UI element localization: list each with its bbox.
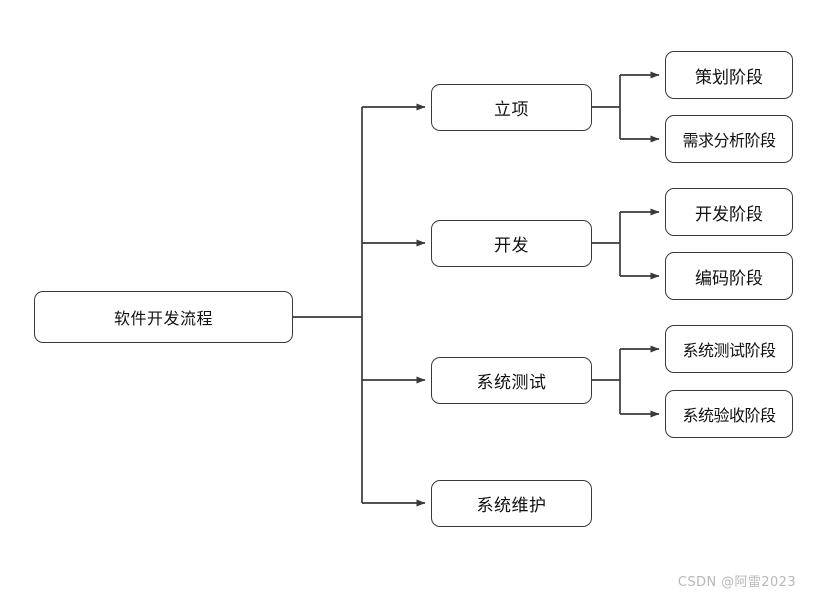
node-level2-3[interactable]: 系统维护: [431, 480, 592, 527]
node-level3-1[interactable]: 需求分析阶段: [665, 115, 793, 163]
node-level3-2[interactable]: 开发阶段: [665, 188, 793, 236]
node-level3-5[interactable]: 系统验收阶段: [665, 390, 793, 438]
node-level2-1[interactable]: 开发: [431, 220, 592, 267]
node-level2-0[interactable]: 立项: [431, 84, 592, 131]
node-level3-0[interactable]: 策划阶段: [665, 51, 793, 99]
level2-to-level3-connectors: [592, 71, 660, 418]
node-level2-2[interactable]: 系统测试: [431, 357, 592, 404]
root-trunk-connector: [293, 107, 363, 503]
watermark: CSDN @阿雷2023: [677, 575, 796, 590]
node-root[interactable]: 软件开发流程: [34, 291, 293, 343]
node-level3-4[interactable]: 系统测试阶段: [665, 325, 793, 373]
trunk-to-level2-arrows: [362, 103, 426, 507]
node-level3-3[interactable]: 编码阶段: [665, 252, 793, 300]
